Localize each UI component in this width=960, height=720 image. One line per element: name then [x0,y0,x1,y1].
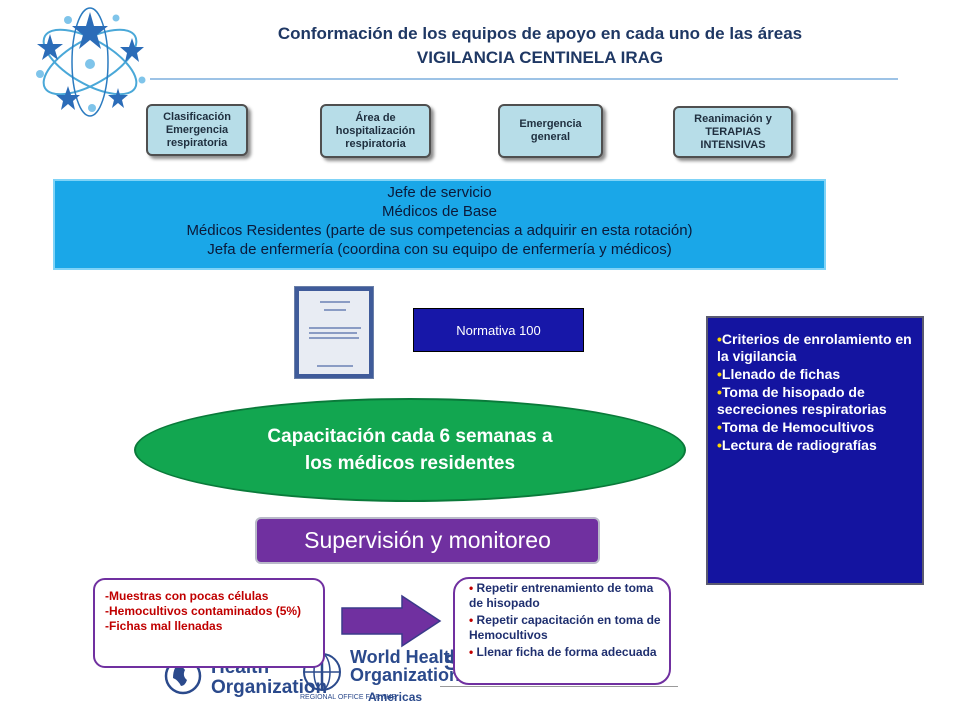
list-item: •Criterios de enrolamiento en la vigilan… [717,331,912,364]
page-subtitle: VIGILANCIA CENTINELA IRAG [416,48,664,67]
title-divider [150,78,898,80]
topics-box: •Criterios de enrolamiento en la vigilan… [706,316,924,585]
list-item: •Lectura de radiografías [717,437,877,453]
list-item: • Llenar ficha de forma adecuada [469,645,657,659]
normativa-label: Normativa 100 [456,322,541,338]
team-line: Médicos de Base [381,203,498,220]
document-thumbnail [294,286,374,379]
team-box: Jefe de servicio Médicos de Base Médicos… [53,179,826,270]
problem-line: -Fichas mal llenadas [105,619,223,633]
team-line: Jefe de servicio [387,184,492,201]
area-reanimacion: Reanimación y TERAPIAS INTENSIVAS [673,106,793,158]
training-line: Capacitación cada 6 semanas a [267,426,553,447]
list-item: • Repetir entrenamiento de toma de hisop… [469,581,654,610]
who-region-text: REGIONAL OFFICE FOR THE [300,694,397,701]
area-label: Reanimación y TERAPIAS INTENSIVAS [694,112,772,151]
area-hospitalizacion: Área de hospitalización respiratoria [320,104,431,158]
who-logo: World Health Organization REGIONAL OFFIC… [298,646,461,705]
area-emergencia-general: Emergencia general [498,104,603,158]
problems-box: -Muestras con pocas células -Hemocultivo… [93,578,325,668]
logo-divider [440,686,678,687]
who-text: Organization [350,665,461,685]
who-region-text: Americas [368,690,423,704]
supervision-label: Supervisión y monitoreo [304,527,551,553]
team-line: Médicos Residentes (parte de sus compete… [186,222,693,239]
molecule-network-icon [36,7,146,117]
supervision-box: Supervisión y monitoreo [255,517,600,564]
list-item: • Repetir capacitación en toma de Hemocu… [469,613,661,642]
team-line: Jefa de enfermería (coordina con su equi… [207,241,672,258]
area-label: Clasificación Emergencia respiratoria [163,110,231,149]
area-clasificacion: Clasificación Emergencia respiratoria [146,104,248,156]
list-item: •Toma de hisopado de secreciones respira… [717,384,887,417]
right-arrow-icon [341,594,442,648]
who-text: World Health [350,647,461,667]
problem-line: -Muestras con pocas células [105,589,269,603]
training-line: los médicos residentes [304,453,516,474]
paho-text: Organization [211,677,328,698]
list-item: •Toma de Hemocultivos [717,419,875,435]
normativa-box: Normativa 100 [413,308,584,352]
training-oval: Capacitación cada 6 semanas a los médico… [134,398,686,502]
page-title: Conformación de los equipos de apoyo en … [277,24,803,43]
area-label: Emergencia general [519,118,582,143]
area-label: Área de hospitalización respiratoria [335,111,416,150]
list-item: •Llenado de fichas [717,366,841,382]
problem-line: -Hemocultivos contaminados (5%) [105,604,302,618]
actions-box: • Repetir entrenamiento de toma de hisop… [453,577,671,685]
